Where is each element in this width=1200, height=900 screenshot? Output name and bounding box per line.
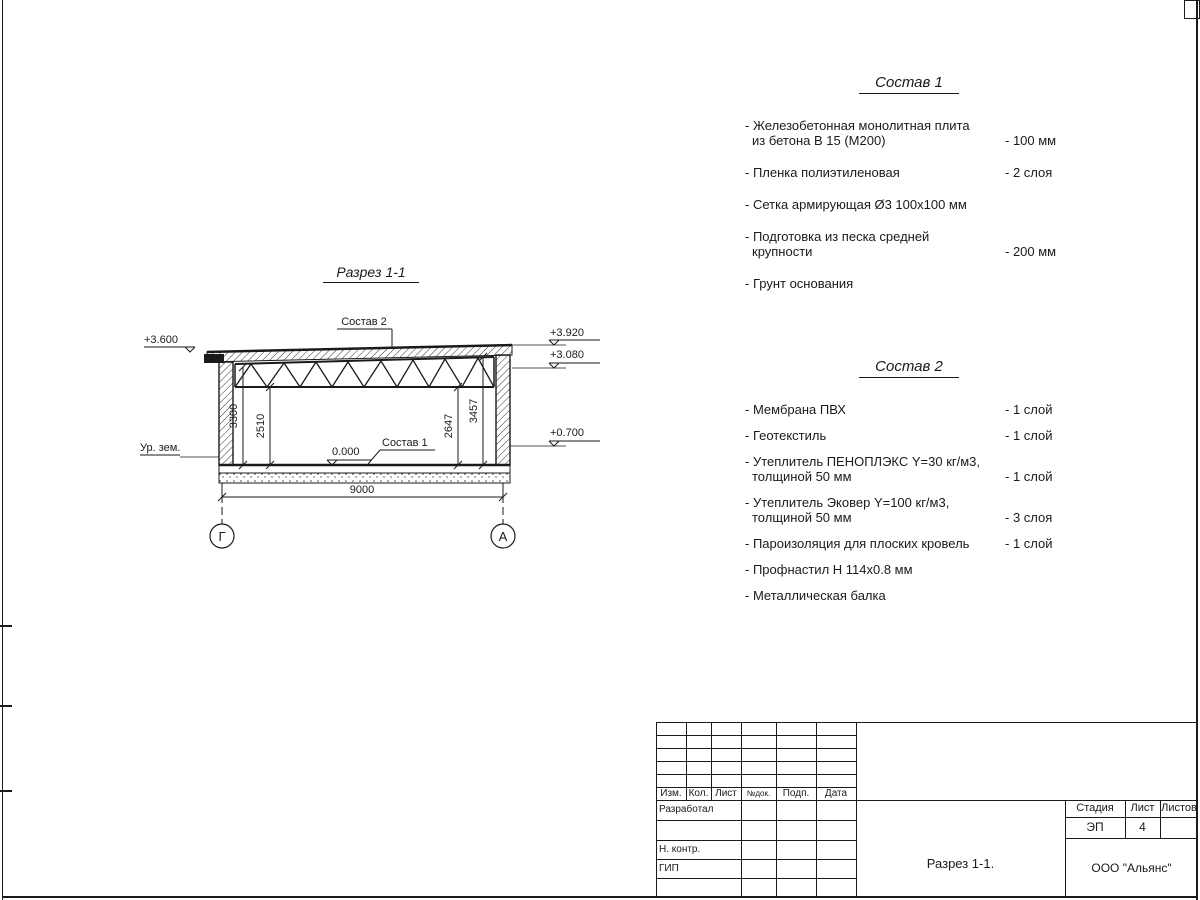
spec-value: - 1 слой bbox=[1005, 402, 1053, 417]
spec-line: - Грунт основания bbox=[745, 276, 854, 291]
tb-doc-name: Разрез 1-1. bbox=[926, 856, 995, 871]
tb-company: ООО "Альянс" bbox=[1091, 861, 1172, 875]
roof-truss bbox=[234, 356, 495, 389]
spec-line: толщиной 50 мм bbox=[752, 510, 852, 525]
roof-top-line bbox=[206, 343, 513, 354]
spec-item: - Утеплитель Эковер Y=100 кг/м3, толщино… bbox=[745, 495, 1067, 525]
tb-header-podp: Подп. bbox=[782, 788, 810, 799]
frame-tick bbox=[0, 705, 12, 707]
spec-line: - Сетка армирующая Ø3 100x100 мм bbox=[745, 197, 967, 212]
tb-header-izm: Изм. bbox=[660, 788, 682, 799]
spec-item: - Пленка полиэтиленовая - 2 слоя bbox=[745, 165, 1067, 180]
svg-text:+3.080: +3.080 bbox=[550, 349, 584, 361]
spec-line: - Пленка полиэтиленовая bbox=[745, 165, 900, 180]
dim-2647: 2647 bbox=[443, 414, 455, 438]
spec-line: - Пароизоляция для плоских кровель bbox=[745, 536, 970, 551]
level-0700: +0.700 bbox=[510, 427, 600, 447]
spec-line: - Мембрана ПВХ bbox=[745, 402, 846, 417]
spec-line: - Металлическая балка bbox=[745, 588, 886, 603]
dim-3300: 3300 bbox=[228, 404, 240, 428]
spec-item: - Подготовка из песка средней крупности … bbox=[745, 229, 1067, 259]
vertical-dimensions bbox=[238, 352, 488, 470]
dim-2510: 2510 bbox=[255, 414, 267, 438]
svg-text:+3.600: +3.600 bbox=[144, 334, 178, 346]
frame-right-border bbox=[1196, 0, 1198, 900]
spec-value: - 1 слой bbox=[1005, 428, 1053, 443]
spec-line: - Утеплитель ПЕНОПЛЭКС Y=30 кг/м3, bbox=[745, 454, 981, 469]
sostav1-list: - Железобетонная монолитная плита из бет… bbox=[745, 118, 1067, 308]
svg-text:+0.700: +0.700 bbox=[550, 427, 584, 439]
spec-line: - Профнастил Н 114х0.8 мм bbox=[745, 562, 913, 577]
sand-band bbox=[218, 472, 511, 484]
axis-right: А bbox=[490, 483, 516, 549]
sostav1-title: Состав 1 bbox=[859, 74, 959, 94]
spec-line: из бетона В 15 (М200) bbox=[752, 133, 886, 148]
spec-line: крупности bbox=[752, 244, 813, 259]
spec-line: - Железобетонная монолитная плита bbox=[745, 118, 970, 133]
tb-listov-label: Листов bbox=[1161, 802, 1197, 814]
tb-header-ndok: №док. bbox=[746, 789, 771, 798]
frame-tick bbox=[0, 790, 12, 792]
sostav2-title: Состав 2 bbox=[859, 358, 959, 378]
svg-text:0.000: 0.000 bbox=[332, 446, 360, 458]
callout-sostav2: Состав 2 bbox=[337, 316, 393, 347]
svg-text:Состав 2: Состав 2 bbox=[341, 316, 387, 328]
spec-item: - Металлическая балка bbox=[745, 588, 1067, 603]
spec-value: - 2 слоя bbox=[1005, 165, 1053, 180]
tb-row-razrabotal: Разработал bbox=[659, 804, 714, 815]
spec-item: - Утеплитель ПЕНОПЛЭКС Y=30 кг/м3, толщи… bbox=[745, 454, 1067, 484]
callout-sostav1: Состав 1 bbox=[367, 437, 435, 465]
tb-header-list: Лист bbox=[715, 788, 737, 799]
level-3600: +3.600 bbox=[144, 334, 196, 353]
spec-item: - Мембрана ПВХ - 1 слой bbox=[745, 402, 1067, 417]
tb-row-gip: ГИП bbox=[659, 863, 679, 874]
dim-3457: 3457 bbox=[468, 399, 480, 423]
spec-line: - Утеплитель Эковер Y=100 кг/м3, bbox=[745, 495, 950, 510]
spec-value: - 1 слой bbox=[1005, 469, 1053, 484]
level-0000: 0.000 bbox=[326, 446, 372, 466]
spec-item: - Геотекстиль - 1 слой bbox=[745, 428, 1067, 443]
spec-item: - Пароизоляция для плоских кровель - 1 с… bbox=[745, 536, 1067, 551]
tb-stadiya-value: ЭП bbox=[1086, 820, 1104, 834]
spec-item: - Грунт основания bbox=[745, 276, 1067, 291]
frame-corner-box bbox=[1184, 0, 1200, 19]
tb-stadiya-label: Стадия bbox=[1076, 802, 1114, 814]
axis-right-label: А bbox=[499, 529, 508, 544]
drawing-title: Разрез 1-1 bbox=[323, 264, 419, 283]
axis-left-label: Г bbox=[218, 529, 225, 544]
spec-item: - Железобетонная монолитная плита из бет… bbox=[745, 118, 1067, 148]
tb-list-value: 4 bbox=[1139, 820, 1146, 834]
spec-value: - 3 слоя bbox=[1005, 510, 1053, 525]
tb-header-kol: Кол. bbox=[688, 788, 709, 799]
frame-bottom-border bbox=[2, 896, 1198, 898]
roof-edge-detail bbox=[204, 354, 224, 363]
spec-item: - Сетка армирующая Ø3 100x100 мм bbox=[745, 197, 1067, 212]
spec-value: - 200 мм bbox=[1005, 244, 1057, 259]
spec-line: - Геотекстиль bbox=[745, 428, 827, 443]
tb-row-nkontr: Н. контр. bbox=[659, 844, 701, 855]
frame-tick bbox=[0, 625, 12, 627]
spec-item: - Профнастил Н 114х0.8 мм bbox=[745, 562, 1067, 577]
sostav2-list: - Мембрана ПВХ - 1 слой - Геотекстиль - … bbox=[745, 402, 1067, 614]
svg-text:+3.920: +3.920 bbox=[550, 327, 584, 339]
axis-left: Г bbox=[209, 483, 235, 549]
dim-9000: 9000 bbox=[350, 484, 374, 496]
tb-list-label: Лист bbox=[1130, 802, 1155, 814]
section-drawing: 3300 2510 2647 3457 9000 Г А +3.600 +3.9… bbox=[140, 316, 600, 549]
spec-line: толщиной 50 мм bbox=[752, 469, 852, 484]
spec-line: - Подготовка из песка средней bbox=[745, 229, 930, 244]
title-block: Изм. Кол. Лист №док. Подп. Дата Разработ… bbox=[656, 722, 1198, 898]
frame-left-line bbox=[2, 0, 3, 900]
level-3920: +3.920 bbox=[512, 327, 600, 346]
ground-level-label: Ур. зем. bbox=[140, 442, 219, 458]
svg-text:Состав 1: Состав 1 bbox=[382, 437, 428, 449]
right-wall bbox=[495, 354, 511, 466]
spec-value: - 100 мм bbox=[1005, 133, 1057, 148]
svg-text:Ур. зем.: Ур. зем. bbox=[140, 442, 180, 454]
spec-value: - 1 слой bbox=[1005, 536, 1053, 551]
tb-header-data: Дата bbox=[824, 788, 848, 799]
level-3080: +3.080 bbox=[512, 349, 600, 369]
